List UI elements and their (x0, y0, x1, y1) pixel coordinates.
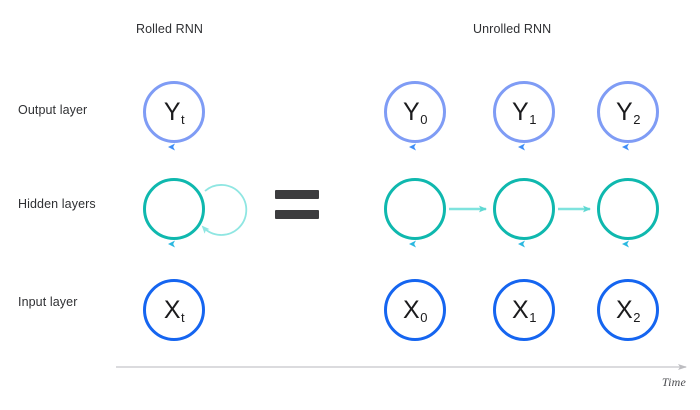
node-input-x2[interactable]: X2 (597, 279, 659, 341)
node-hidden-h2[interactable] (597, 178, 659, 240)
node-input-x0[interactable]: X0 (384, 279, 446, 341)
node-label: Y2 (616, 97, 641, 127)
node-output-yt[interactable]: Yt (143, 81, 205, 143)
node-label: X2 (616, 295, 641, 325)
node-output-y0[interactable]: Y0 (384, 81, 446, 143)
node-output-y1[interactable]: Y1 (493, 81, 555, 143)
node-input-x1[interactable]: X1 (493, 279, 555, 341)
input-layer-label: Input layer (18, 295, 78, 309)
node-input-xt[interactable]: Xt (143, 279, 205, 341)
node-label: Y1 (512, 97, 537, 127)
time-axis-label: Time (661, 375, 686, 389)
hidden-layers-label: Hidden layers (18, 197, 96, 211)
rolled-rnn-title: Rolled RNN (136, 22, 203, 36)
output-layer-label: Output layer (18, 103, 88, 117)
unrolled-rnn-title: Unrolled RNN (473, 22, 552, 36)
equals-bar-top (275, 190, 319, 199)
node-label: X0 (403, 295, 428, 325)
node-hidden-ht[interactable] (143, 178, 205, 240)
equals-bar-bottom (275, 210, 319, 219)
node-label: Y0 (403, 97, 428, 127)
node-label: X1 (512, 295, 537, 325)
node-hidden-h0[interactable] (384, 178, 446, 240)
node-label: Yt (163, 97, 185, 127)
arrow-recurrent-self-loop (201, 184, 248, 236)
node-label: Xt (163, 295, 185, 325)
node-output-y2[interactable]: Y2 (597, 81, 659, 143)
node-hidden-h1[interactable] (493, 178, 555, 240)
equals-sign (275, 190, 319, 224)
